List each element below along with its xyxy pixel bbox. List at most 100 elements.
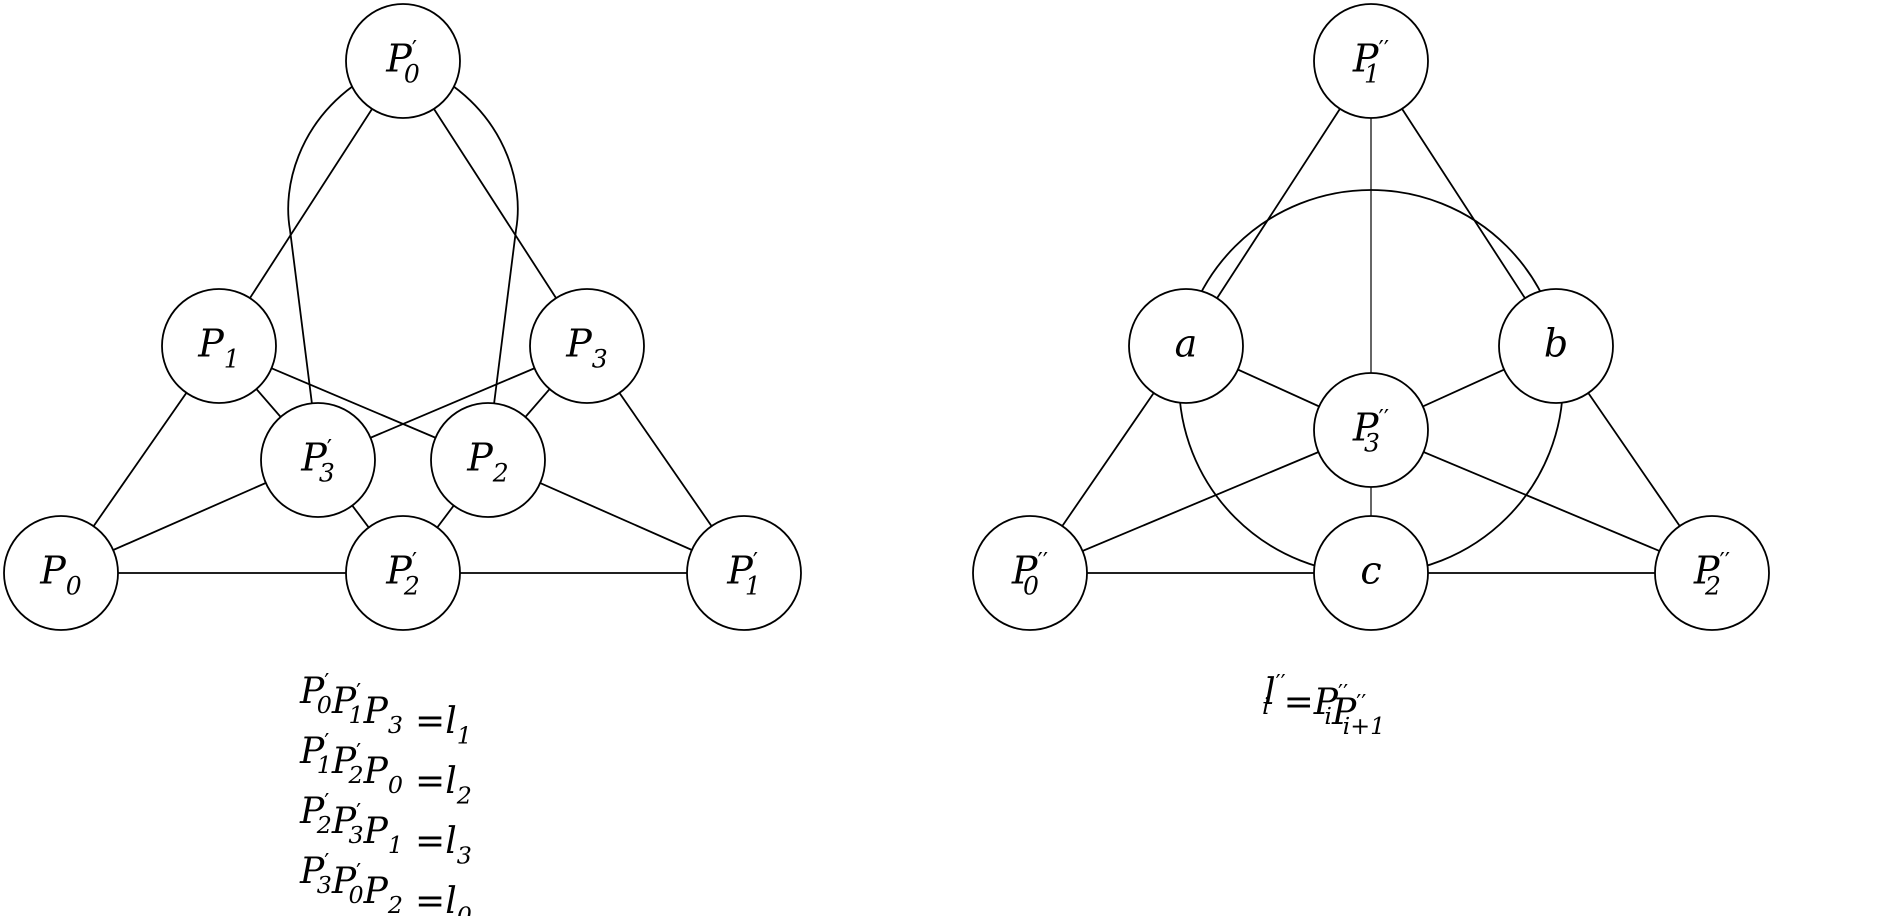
equation-0-rhs-base: l [445,701,457,742]
equation-rhs-1-sub: i+1 [1343,712,1386,740]
node-P0-base: P [39,549,67,593]
node-P2-double-prime-sub: 2 [1704,571,1721,600]
node-P3-label: P3 [565,322,608,374]
equation-rhs-0-sup: ′′ [1338,680,1348,706]
equation-1-term-0-base: P [299,731,325,772]
equation-3-term-0-base: P [299,851,325,892]
equation-3-term-0-sub: 3 [317,871,332,899]
equation-0-equals: = [415,701,445,742]
node-P2: P2 [430,402,546,518]
node-P2-double-prime-label: P′′2 [1693,547,1730,600]
node-P2-label: P2 [466,436,509,488]
arc-P0prime-P3prime [287,85,354,421]
left-diagram-nodes: P′0 P1 P3 P′3 P2 P0 P′2 P′1 [3,3,802,631]
equation-0-term-1-sub: 1 [349,701,364,729]
node-c: c [1313,515,1429,631]
equation-0-term-1-base: P [331,681,357,722]
node-P0-double-prime-label: P′′0 [1011,547,1048,600]
node-P2-double-prime-base: P [1693,549,1721,593]
node-P1-double-prime-label: P′′1 [1352,35,1389,88]
node-P1-prime-sup: ′ [753,547,758,575]
equation-2-rhs-base: l [445,821,457,862]
equation-2-term-1-sub: 3 [349,821,364,849]
right-equation: l′′i=P′′iP′′i+1 [1262,670,1385,740]
node-P2-base: P [466,436,494,480]
node-P3-sub: 3 [592,344,608,373]
equation-1-term-1-sub: 2 [348,761,364,789]
right-diagram-nodes: P′′1 a b P′′3 P′′0 c P′′2 [972,3,1770,631]
equation-0-term-2-sub: 3 [388,711,403,739]
node-P3-double-prime-sup: ′′ [1378,404,1389,432]
equation-rhs-0-sub: i [1324,702,1332,730]
equation-line-definition: l′′i=P′′iP′′i+1 [1262,670,1385,740]
node-a-label: a [1175,322,1198,366]
node-P0-sub: 0 [66,571,82,600]
equation-rhs-0-base: P [1313,682,1339,723]
node-P2-prime-sub: 2 [403,571,420,600]
node-P2-sub: 2 [492,458,509,487]
node-P1-prime-label: P′1 [726,547,761,600]
node-b: b [1498,288,1614,404]
equation-0: P′0P′1P3=l1 [299,669,472,749]
node-P0-prime: P′0 [345,3,461,119]
equation-3-term-2-base: P [363,871,389,912]
equation-2-term-2-base: P [363,811,389,852]
node-P0-double-prime-sup: ′′ [1037,547,1048,575]
equation-0-term-0-sup: ′ [324,669,329,695]
node-a: a [1128,288,1244,404]
node-c-label: c [1360,549,1381,593]
node-P0-double-prime-base: P [1011,549,1039,593]
equation-1-term-1-sup: ′ [356,739,361,765]
equation-2-term-0-sup: ′ [324,789,329,815]
equation-1-term-2-base: P [363,751,389,792]
node-P2-double-prime-sup: ′′ [1719,547,1730,575]
equation-lhs-sub: i [1262,692,1270,720]
node-P1-prime: P′1 [686,515,802,631]
right-diagram-edges [1029,60,1713,575]
node-P2-double-prime: P′′2 [1654,515,1770,631]
left-equations: P′0P′1P3=l1P′1P′2P0=l2P′2P′3P1=l3P′3P′0P… [299,669,472,916]
equation-lhs-base: l [1264,672,1276,713]
equation-3-term-2-sub: 2 [387,891,403,916]
equation-3-term-1-base: P [331,861,357,902]
equation-2-term-0-sub: 2 [316,811,332,839]
equation-3: P′3P′0P2=l0 [299,849,472,916]
node-P1-base: P [197,322,225,366]
equation-lhs-sup: ′′ [1276,670,1286,696]
equation-0-rhs-sub: 1 [457,721,472,749]
equation-2-equals: = [415,821,445,862]
equation-rhs-1-sup: ′′ [1356,690,1366,716]
equation-1-rhs-sub: 2 [456,781,472,809]
node-P3-prime-base: P [300,436,328,480]
equation-3-term-1-sub: 0 [349,881,364,909]
equation-2-term-1-base: P [331,801,357,842]
left-diagram-edges [60,60,745,574]
node-P0-prime-sup: ′ [412,35,417,63]
node-P1-double-prime-sub: 1 [1364,59,1380,88]
equation-0-term-1-sup: ′ [356,679,361,705]
node-P0-prime-base: P [385,37,413,81]
node-P1-sub: 1 [224,344,240,373]
node-P1: P1 [161,288,277,404]
node-P1-double-prime-base: P [1352,37,1380,81]
edge-Q2-Q3 [1370,429,1713,574]
equation-1-term-0-sup: ′ [324,729,329,755]
equation-1-term-0-sub: 1 [317,751,332,779]
node-P3-base: P [565,322,593,366]
node-P0-double-prime: P′′0 [972,515,1088,631]
node-P1-double-prime-sup: ′′ [1378,35,1389,63]
node-P2-prime: P′2 [345,515,461,631]
node-P1-prime-base: P [726,549,754,593]
node-P0-prime-sub: 0 [404,59,420,88]
node-P0-label: P0 [39,549,82,601]
node-P3: P3 [529,288,645,404]
node-P2-prime-base: P [385,549,413,593]
equation-2-term-1-sup: ′ [356,799,361,825]
edge-Q0-Q3 [1029,429,1372,574]
node-P3-prime-sup: ′ [327,434,332,462]
node-P3-prime: P′3 [260,402,376,518]
equation-3-term-1-sup: ′ [356,859,361,885]
node-P3-double-prime: P′′3 [1313,372,1429,488]
node-P2-prime-label: P′2 [385,547,420,600]
